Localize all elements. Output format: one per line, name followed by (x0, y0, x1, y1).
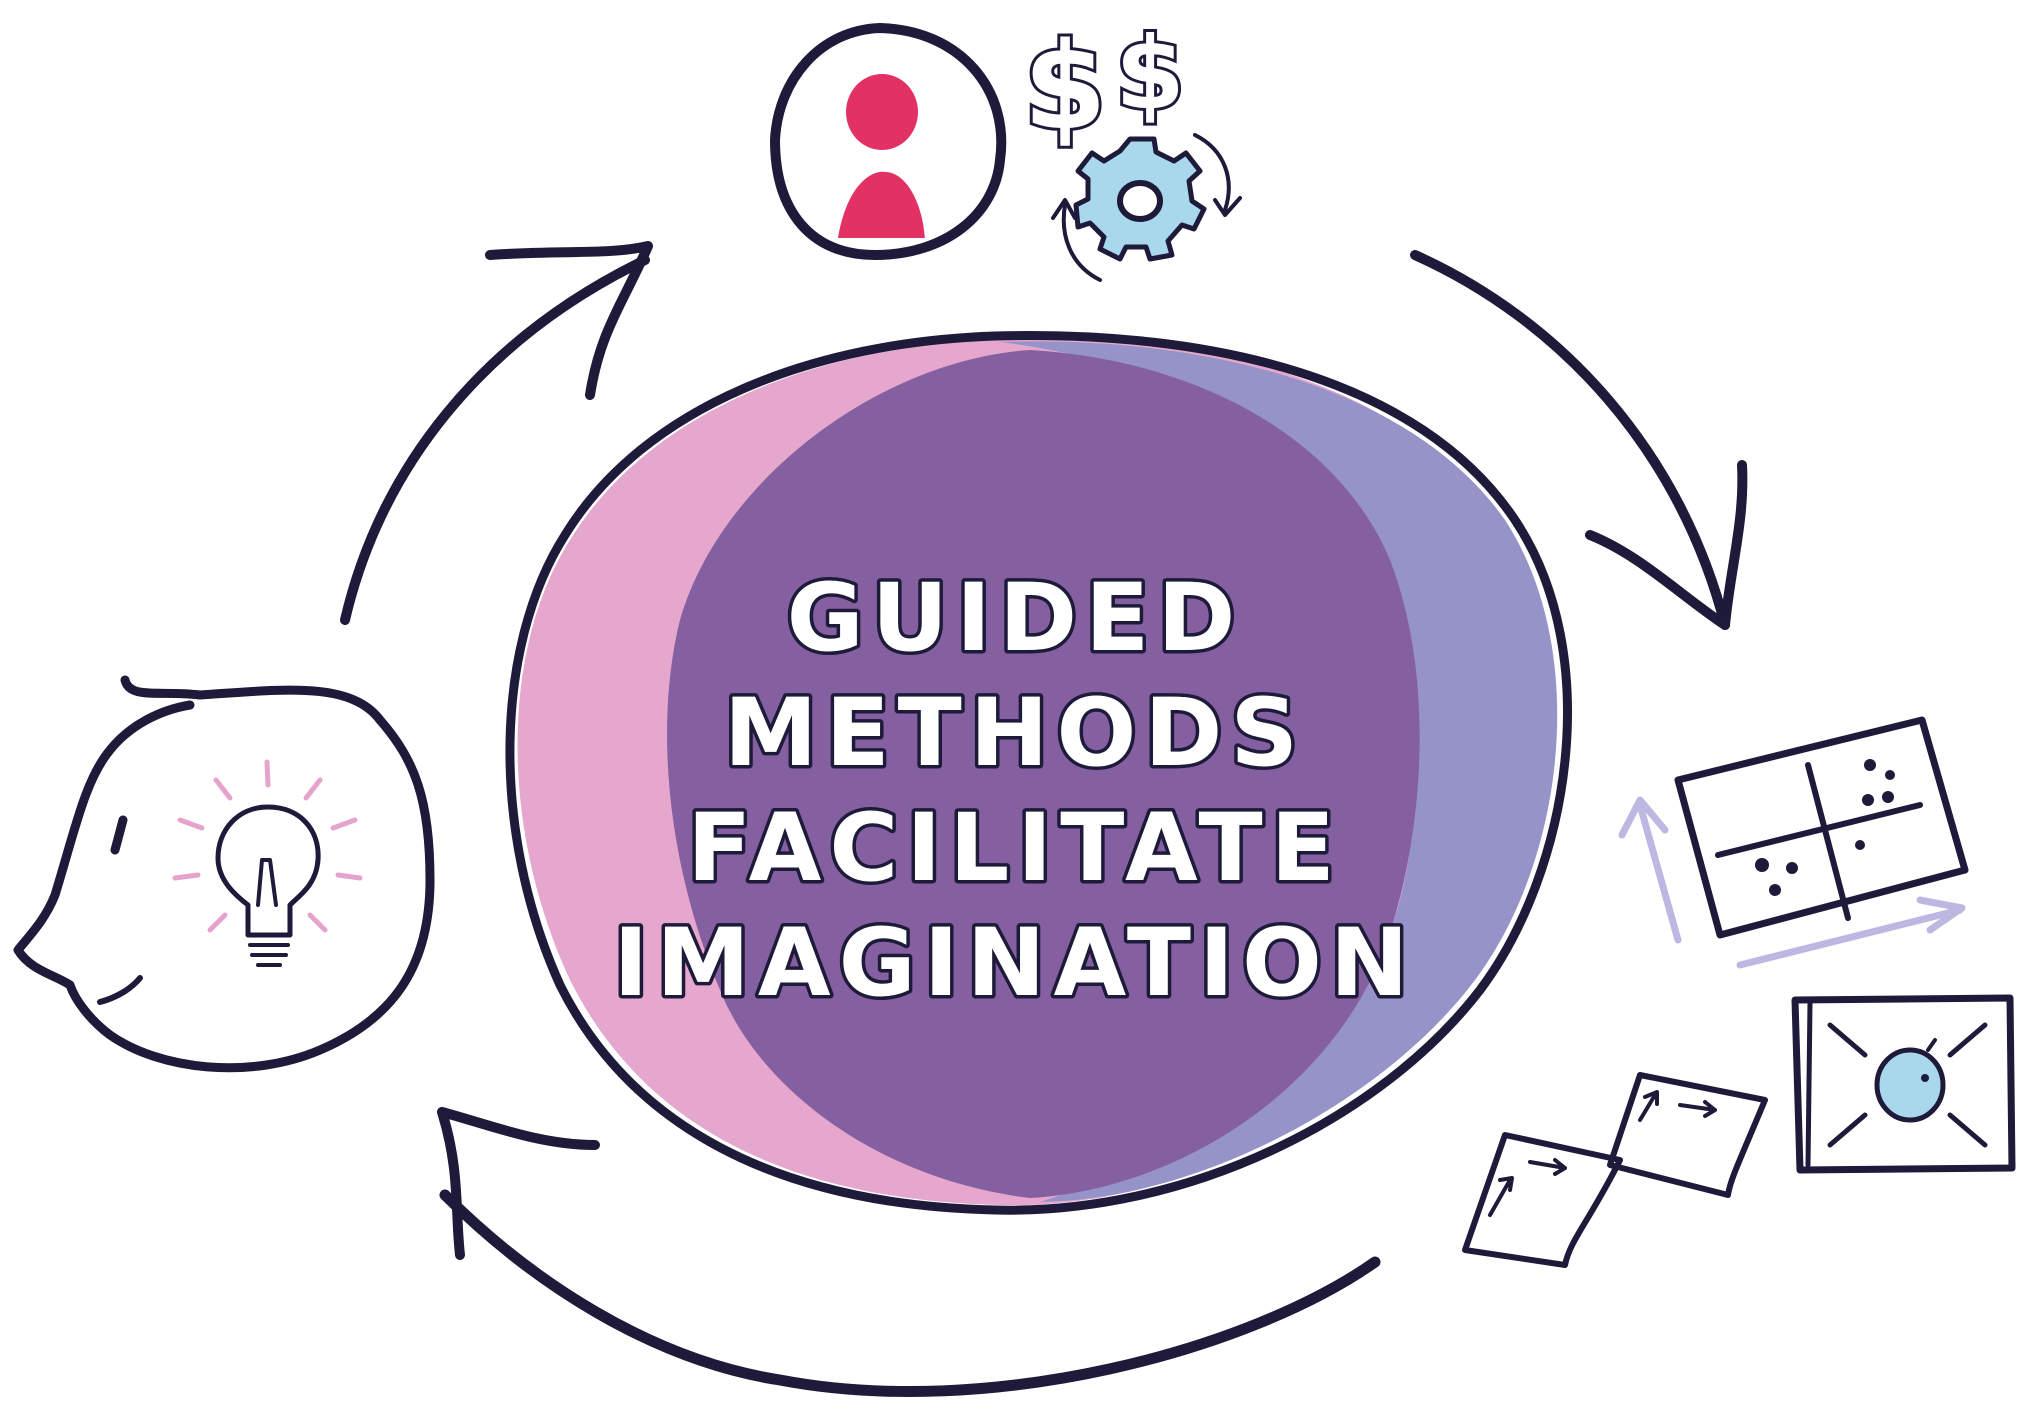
title-line-2: METHODS (724, 679, 1306, 788)
lightbulb-head-icon (13, 675, 435, 1073)
storyboard-frames-icon (1462, 1072, 1768, 1268)
title-line-4: IMAGINATION (613, 909, 1416, 1018)
center-blob-purple-core (667, 350, 1420, 1198)
scatter-matrix-icon (1618, 716, 1969, 969)
arrow-to-left (437, 1107, 1381, 1398)
center-blob-outline (505, 331, 1572, 1215)
center-blob (505, 331, 1572, 1215)
title-line-1: GUIDED (787, 564, 1244, 673)
title-line-3: FACILITATE (687, 794, 1343, 903)
center-blob-lavender-layer (1000, 341, 1558, 1203)
arrow-to-top (340, 241, 653, 625)
gear-cycle-icon (1051, 133, 1242, 282)
center-title: GUIDED METHODS FACILITATE IMAGINATION (610, 561, 1416, 1022)
svg-text:$: $ (1115, 15, 1185, 132)
arrow-to-right (1410, 250, 1748, 630)
svg-text:$: $ (1023, 18, 1107, 157)
portrait-frame-icon (1791, 994, 2016, 1174)
person-in-circle-icon (770, 23, 1007, 260)
dollar-signs-icon: $ $ (1020, 12, 1188, 160)
